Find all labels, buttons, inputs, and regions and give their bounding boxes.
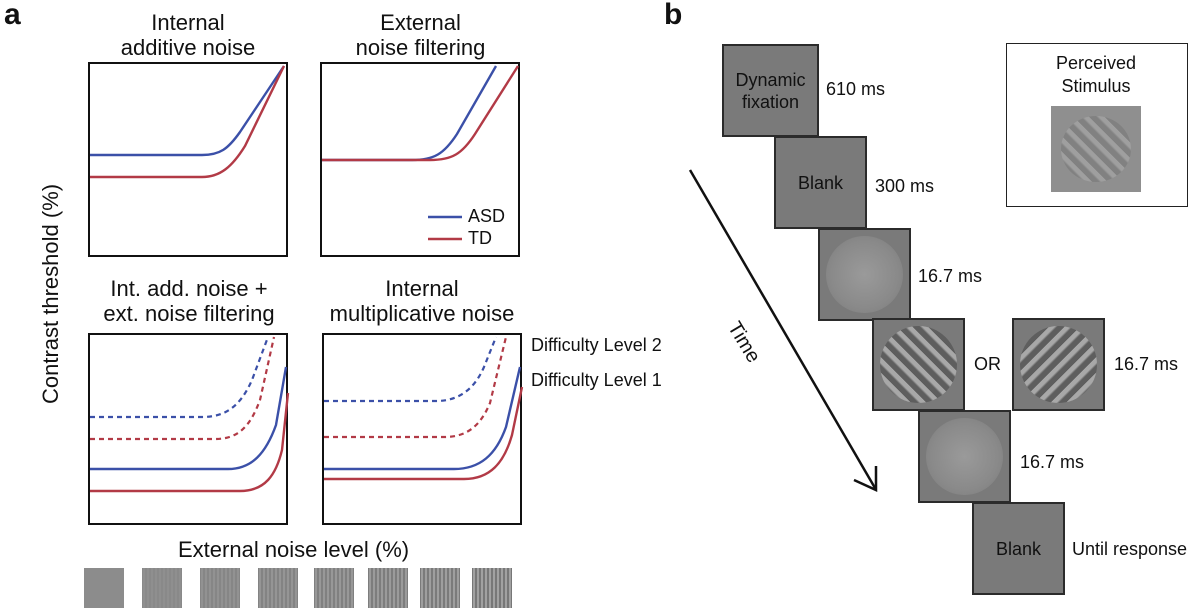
frame-label: Blank bbox=[797, 172, 844, 193]
perceived-title-line: Stimulus bbox=[1061, 76, 1131, 96]
asd-dashed-curve bbox=[90, 336, 270, 419]
plot-combined bbox=[88, 333, 290, 525]
plot-title-line: additive noise bbox=[120, 35, 256, 60]
difficulty-level-1-label: Difficulty Level 1 bbox=[531, 370, 662, 390]
plot-title-line: Int. add. noise + bbox=[110, 276, 268, 301]
duration-noise-1: 16.7 ms bbox=[918, 266, 983, 286]
legend-td-label: TD bbox=[468, 228, 492, 248]
td-curve bbox=[324, 386, 524, 481]
noise-mask-image bbox=[826, 236, 903, 313]
frame-grating-right bbox=[1012, 318, 1105, 411]
frame-dynamic-fixation: Dynamic fixation bbox=[722, 44, 819, 137]
noise-patch bbox=[420, 568, 460, 608]
asd-dashed-curve bbox=[324, 336, 498, 403]
plot-title-internal-additive: Internal additive noise bbox=[88, 10, 288, 60]
td-curve bbox=[90, 392, 290, 493]
noise-patch bbox=[472, 568, 512, 608]
noise-patch bbox=[200, 568, 240, 608]
duration-until-response: Until response bbox=[1072, 539, 1188, 559]
panel-a-letter: a bbox=[4, 0, 21, 31]
td-dashed-curve bbox=[90, 336, 276, 441]
plot-title-multiplicative: Internal multiplicative noise bbox=[312, 276, 532, 326]
plot-title-line: noise filtering bbox=[355, 35, 486, 60]
time-arrow bbox=[688, 169, 878, 492]
plot-title-line: Internal bbox=[151, 10, 225, 35]
frame-label: Dynamic bbox=[735, 69, 806, 90]
frame-noise-mask-2 bbox=[918, 410, 1011, 503]
duration-fixation: 610 ms bbox=[826, 79, 886, 99]
perceived-stimulus-box: Perceived Stimulus bbox=[1006, 43, 1188, 207]
plot-title-line: External bbox=[380, 10, 461, 35]
legend-asd-label: ASD bbox=[468, 206, 506, 226]
duration-grating: 16.7 ms bbox=[1114, 354, 1179, 374]
panel-b-letter: b bbox=[664, 0, 683, 31]
noise-mask-image bbox=[926, 418, 1003, 495]
frame-blank-1: Blank bbox=[774, 136, 867, 229]
frame-grating-left bbox=[872, 318, 965, 411]
asd-curve bbox=[322, 65, 498, 162]
noise-patch bbox=[368, 568, 408, 608]
difficulty-level-2-label: Difficulty Level 2 bbox=[531, 335, 662, 355]
frame-label: Blank bbox=[995, 538, 1042, 559]
plot-title-line: multiplicative noise bbox=[329, 301, 515, 326]
asd-curve bbox=[90, 65, 285, 157]
grating-left-image bbox=[880, 326, 957, 403]
plot-title-line: ext. noise filtering bbox=[103, 301, 275, 326]
td-dashed-curve bbox=[324, 336, 508, 439]
x-axis-label: External noise level (%) bbox=[178, 537, 410, 562]
plot-title-external-filtering: External noise filtering bbox=[318, 10, 523, 60]
noise-patch bbox=[142, 568, 182, 608]
noise-patch bbox=[314, 568, 354, 608]
plot-title-line: Internal bbox=[385, 276, 459, 301]
y-axis-label: Contrast threshold (%) bbox=[38, 183, 63, 404]
td-curve bbox=[322, 65, 520, 162]
grating-right-image bbox=[1020, 326, 1097, 403]
plot-internal-additive bbox=[88, 62, 288, 257]
plot-multiplicative bbox=[322, 333, 524, 525]
or-label: OR bbox=[974, 354, 1001, 374]
asd-curve bbox=[324, 366, 522, 471]
noise-patch bbox=[258, 568, 298, 608]
plot-title-combined: Int. add. noise + ext. noise filtering bbox=[78, 276, 300, 326]
duration-noise-2: 16.7 ms bbox=[1020, 452, 1085, 472]
perceived-stimulus-image bbox=[1051, 106, 1141, 192]
asd-curve bbox=[90, 366, 288, 471]
frame-label: fixation bbox=[741, 91, 800, 112]
perceived-title-line: Perceived bbox=[1055, 53, 1137, 73]
frame-noise-mask-1 bbox=[818, 228, 911, 321]
perceived-stimulus-title: Perceived Stimulus bbox=[1007, 52, 1185, 98]
noise-patch bbox=[84, 568, 124, 608]
td-curve bbox=[90, 65, 286, 179]
duration-blank-1: 300 ms bbox=[875, 176, 935, 196]
plot-external-filtering: ASD TD bbox=[320, 62, 520, 257]
frame-blank-2: Blank bbox=[972, 502, 1065, 595]
